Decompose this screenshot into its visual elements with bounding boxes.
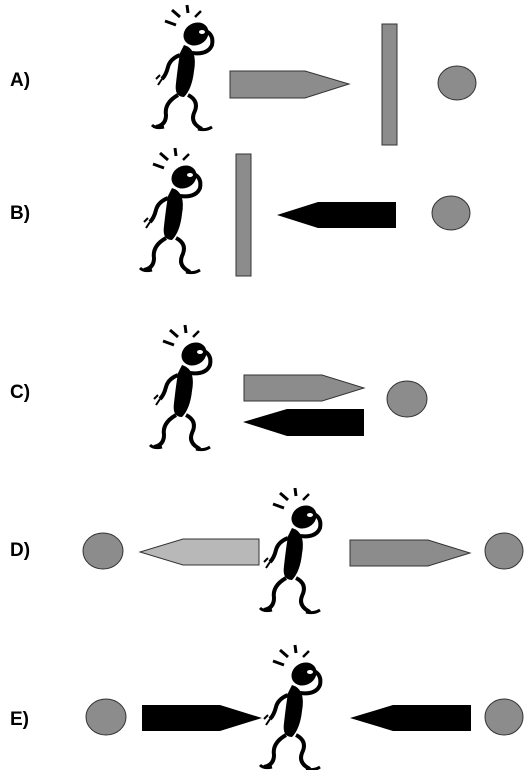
wall (235, 153, 252, 277)
person-figure-icon (258, 486, 323, 615)
option-a: A) (10, 3, 477, 146)
ball-left (85, 698, 127, 736)
option-c: C) (10, 323, 428, 452)
arrow-right-black (142, 705, 262, 731)
arrow-right-gray (349, 539, 472, 567)
option-e-label: E) (10, 709, 29, 730)
option-d: D) (10, 486, 524, 615)
wall (381, 23, 398, 146)
arrow-left-black (243, 409, 364, 436)
option-e: E) (10, 643, 524, 770)
ball-right (484, 532, 524, 570)
person-figure-icon (258, 643, 323, 770)
person-figure-icon (148, 323, 213, 452)
option-a-label: A) (10, 70, 30, 91)
person-figure-icon (150, 3, 215, 132)
arrow-left-black (350, 705, 471, 731)
ball (431, 195, 471, 231)
option-d-label: D) (10, 540, 30, 561)
arrow-left-light-gray (138, 538, 260, 566)
arrow-right-gray (243, 374, 366, 402)
ball (386, 380, 428, 418)
option-b-label: B) (10, 203, 30, 224)
option-b: B) (10, 146, 471, 277)
arrow-right-gray (229, 70, 351, 99)
ball-right (484, 698, 524, 736)
option-c-label: C) (10, 382, 30, 403)
ball-left (82, 532, 124, 570)
arrow-left-black (277, 202, 396, 228)
ball (437, 65, 477, 101)
person-figure-icon (138, 146, 203, 275)
